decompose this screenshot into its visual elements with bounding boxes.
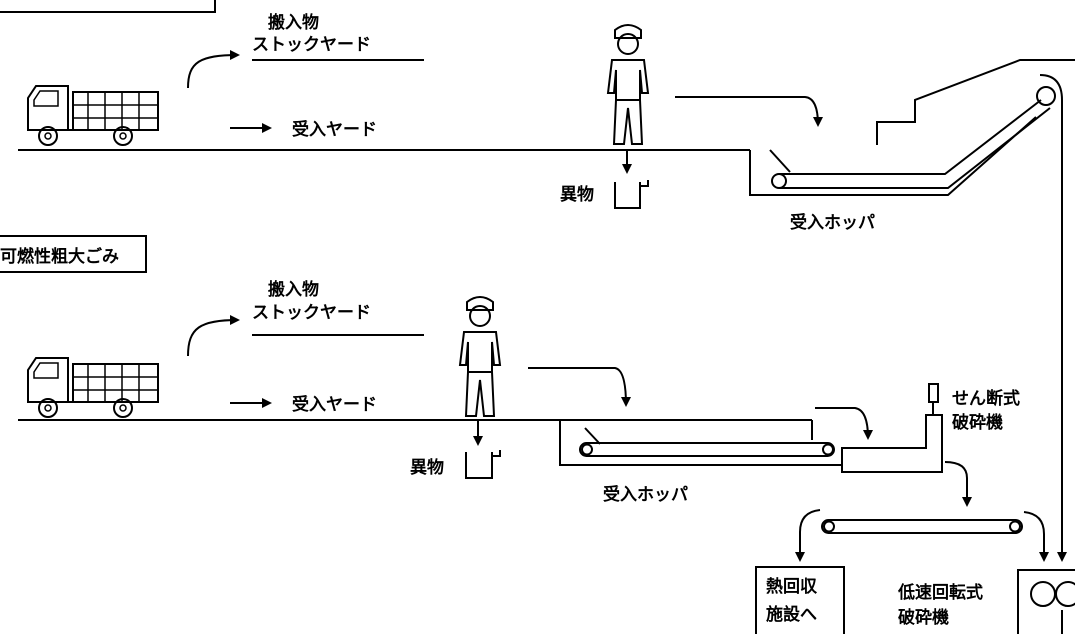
top-stock-arrow	[187, 50, 240, 89]
low-speed-crusher-label-2: 破砕機	[898, 607, 949, 628]
shear-crusher-label-2: 破砕機	[952, 412, 1003, 433]
dump-truck-icon	[27, 357, 159, 418]
right-transfer-line	[1039, 74, 1067, 562]
bottom-hopper-label: 受入ホッパ	[603, 484, 688, 505]
bottom-stock-label-1: 搬入物	[268, 279, 319, 300]
bottom-conveyor-belt	[579, 442, 835, 457]
bottom-hopper-chute	[584, 427, 601, 445]
bottom-foreign-bin	[465, 450, 501, 479]
top-hopper-pit	[749, 116, 1037, 196]
low-speed-crusher-rotor-1	[1030, 581, 1056, 607]
top-stock-label-2: ストックヤード	[252, 35, 371, 55]
top-foreign-bin	[614, 180, 649, 209]
lower-conveyor-roller-left	[823, 520, 835, 533]
bottom-stock-arrow	[187, 315, 240, 357]
top-stock-label-1: 搬入物	[268, 12, 319, 33]
low-speed-crusher-box	[1017, 569, 1075, 634]
to-low-speed-arrow	[1023, 511, 1049, 562]
shear-out-arrow	[944, 461, 972, 507]
top-frame-box	[0, 0, 216, 13]
heat-recovery-box	[755, 566, 845, 634]
dump-truck-icon	[27, 85, 159, 146]
heat-recovery-label-1: 熱回収	[766, 576, 818, 597]
low-speed-crusher-rotor-2	[1055, 581, 1075, 607]
shear-feed-arrow	[815, 407, 873, 440]
category-label-box	[0, 235, 147, 273]
bottom-yard-label: 受入ヤード	[292, 394, 377, 415]
shear-crusher-label-1: せん断式	[952, 388, 1020, 409]
top-hopper-arrow	[675, 96, 823, 127]
shear-crusher-ram	[928, 383, 939, 403]
top-hopper-label: 受入ホッパ	[790, 212, 875, 233]
lower-conveyor-roller-right	[1009, 520, 1021, 533]
low-speed-crusher-label-1: 低速回転式	[897, 582, 983, 603]
lower-conveyor-belt	[821, 519, 1023, 534]
bottom-hopper-pit	[559, 420, 842, 466]
category-label: 可燃性粗大ごみ	[0, 246, 119, 267]
top-conveyor-roller	[771, 173, 787, 189]
bottom-conveyor-roller-right	[822, 443, 834, 456]
shear-crusher	[841, 414, 943, 473]
bottom-conveyor-roller-left	[581, 443, 593, 456]
top-hopper-chute	[769, 149, 791, 173]
top-conveyor-cover	[876, 59, 1075, 145]
bottom-stock-label-2: ストックヤード	[252, 303, 371, 323]
worker-icon	[606, 24, 650, 145]
to-heat-recovery-arrow	[795, 509, 821, 562]
top-conveyor-belt-upper	[779, 99, 1042, 175]
top-foreign-label: 異物	[560, 184, 594, 205]
worker-icon	[458, 296, 502, 417]
bottom-hopper-arrow	[528, 367, 631, 407]
bottom-foreign-label: 異物	[410, 457, 444, 478]
heat-recovery-label-2: 施設へ	[766, 604, 817, 625]
top-conveyor-belt-lower	[779, 107, 1051, 189]
top-conveyor-head-roller	[1036, 86, 1056, 106]
top-yard-label: 受入ヤード	[292, 119, 377, 140]
